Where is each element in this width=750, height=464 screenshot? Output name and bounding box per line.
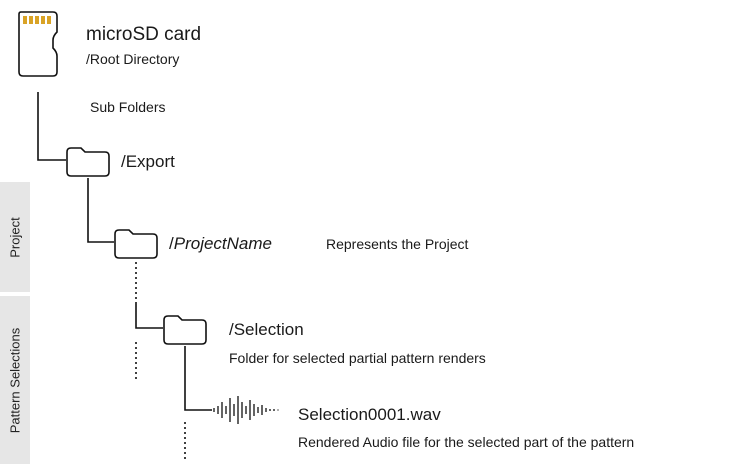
selection-folder-name: /Selection [229,320,304,339]
connector-root-export [37,92,66,161]
subfolders-label: Sub Folders [90,99,166,115]
folder-icon [114,229,158,259]
folder-icon [163,315,207,345]
audio-description: Rendered Audio file for the selected par… [298,434,635,450]
connector-project-selection [135,304,163,329]
root-title: microSD card [86,24,202,45]
project-prefix: / [169,234,174,253]
connector-selection-wav [184,346,212,411]
connector-export-project [87,178,114,243]
project-description: Represents the Project [326,236,469,252]
folder-icon [66,147,110,177]
audio-file-name: Selection0001.wav [298,405,441,424]
audio-waveform-icon [213,396,279,424]
project-name: ProjectName [173,234,272,253]
root-subtitle: /Root Directory [86,51,180,67]
export-folder-name: /Export [121,152,175,171]
selection-description: Folder for selected partial pattern rend… [229,350,486,366]
project-folder-name: /ProjectName [169,234,272,254]
side-tab-pattern-selections: Pattern Selections [0,296,30,464]
side-tab-project: Project [0,182,30,292]
microsd-card-icon [18,11,58,77]
